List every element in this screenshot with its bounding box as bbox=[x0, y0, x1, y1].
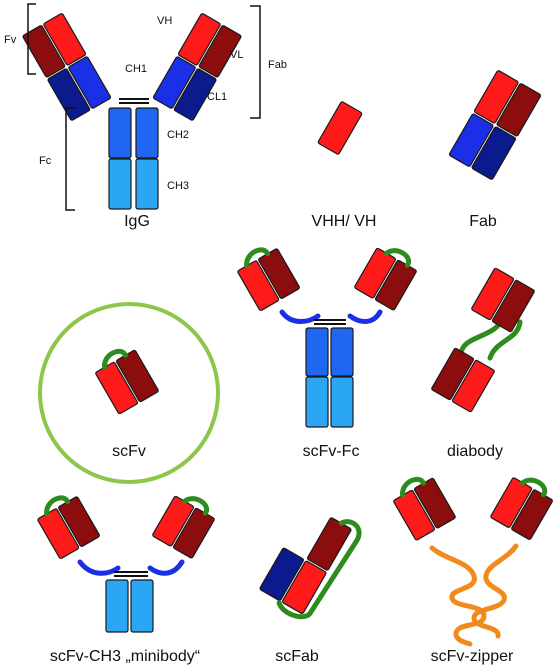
minibody-diagram: scFv-CH3 „minibody“ bbox=[37, 495, 215, 665]
label-ch1: CH1 bbox=[125, 63, 147, 75]
igg-ch2-left bbox=[108, 107, 132, 159]
format-label-scfv-fc: scFv-Fc bbox=[303, 443, 360, 460]
label-fv: Fv bbox=[4, 34, 17, 46]
scfv-fc-ch2-right bbox=[330, 327, 354, 377]
igg-vh-left bbox=[43, 13, 87, 66]
format-label-igg: IgG bbox=[124, 213, 150, 230]
diabody-vh-bottom bbox=[451, 359, 495, 413]
igg-ch2-right bbox=[135, 107, 159, 159]
scfv-fc-ch3-right bbox=[330, 376, 354, 428]
igg-cl1-right bbox=[173, 68, 217, 121]
label-ch2: CH2 bbox=[167, 129, 189, 141]
zipper-linker-right bbox=[520, 477, 548, 498]
fab-vl bbox=[496, 83, 542, 137]
label-vh: VH bbox=[157, 15, 172, 27]
scfv-fc-ch3-left bbox=[305, 376, 329, 428]
diabody-linker-2 bbox=[487, 319, 523, 361]
scfv-fc-linker-left bbox=[244, 247, 271, 269]
minibody-ch3-left bbox=[105, 579, 129, 633]
label-fc: Fc bbox=[39, 155, 52, 167]
igg-cl1-left bbox=[47, 68, 91, 121]
format-label-minibody: scFv-CH3 „minibody“ bbox=[50, 648, 200, 665]
fab-bracket bbox=[250, 5, 261, 119]
fv-bracket bbox=[27, 3, 36, 75]
scfv-fc-ch2-left bbox=[305, 327, 329, 377]
igg-ch1-right bbox=[152, 56, 196, 109]
fab-ch1 bbox=[448, 113, 494, 167]
scfv-zipper-diagram: scFv-zipper bbox=[393, 476, 553, 665]
label-ch3: CH3 bbox=[167, 180, 189, 192]
igg-vl-left bbox=[22, 25, 66, 78]
minibody-hinge-right bbox=[147, 559, 185, 576]
igg-ch3-left bbox=[108, 158, 132, 210]
format-label-fab: Fab bbox=[469, 213, 497, 230]
scfv-fc-diagram: scFv-Fc bbox=[237, 247, 417, 460]
format-label-vhh: VHH/ VH bbox=[312, 213, 377, 230]
scfv-fc-hinge-left bbox=[279, 309, 321, 324]
label-cl1: CL1 bbox=[207, 91, 227, 103]
vhh-domain bbox=[317, 101, 363, 155]
scfv-fc-linker-right bbox=[384, 248, 412, 268]
igg-ch1-left bbox=[68, 56, 112, 109]
minibody-linker-left bbox=[44, 495, 71, 517]
igg-vh-right bbox=[177, 13, 221, 66]
minibody-hinge-left bbox=[77, 559, 121, 576]
highlight-circle bbox=[38, 302, 220, 484]
label-fab-bracket: Fab bbox=[268, 59, 287, 71]
minibody-ch3-right bbox=[130, 579, 154, 633]
fab-cl1 bbox=[471, 126, 517, 180]
scfv-fc-hinge-right bbox=[347, 309, 383, 324]
format-label-scfab: scFab bbox=[275, 648, 319, 665]
diabody-vl-top bbox=[491, 279, 535, 333]
zipper-linker-left bbox=[400, 476, 426, 498]
diabody-vh-top bbox=[471, 267, 515, 321]
label-vl: VL bbox=[230, 49, 243, 61]
scfv-diagram: scFv bbox=[38, 302, 220, 484]
scfv-linker bbox=[102, 348, 128, 370]
zipper-coil bbox=[429, 543, 519, 647]
scfab-linker bbox=[276, 519, 362, 620]
fab-diagram: Fab bbox=[448, 70, 542, 230]
scfab-vh bbox=[281, 560, 327, 614]
fab-vh bbox=[473, 70, 519, 124]
minibody-linker-right bbox=[182, 496, 210, 516]
format-label-scfv-zipper: scFv-zipper bbox=[431, 648, 514, 665]
vhh-diagram: VHH/ VH bbox=[312, 101, 377, 230]
scfab-cl1 bbox=[259, 547, 305, 601]
format-label-scfv: scFv bbox=[112, 443, 146, 460]
igg-diagram: Fv VH VL Fab CH1 CL1 Fc CH2 CH3 IgG bbox=[4, 3, 287, 230]
diabody-diagram: diabody bbox=[431, 267, 535, 460]
igg-ch3-right bbox=[135, 158, 159, 210]
scfab-diagram: scFab bbox=[259, 517, 362, 665]
igg-vl-right bbox=[198, 25, 242, 78]
fc-bracket bbox=[65, 107, 75, 211]
format-label-diabody: diabody bbox=[447, 443, 503, 460]
diabody-vl-bottom bbox=[431, 347, 475, 401]
